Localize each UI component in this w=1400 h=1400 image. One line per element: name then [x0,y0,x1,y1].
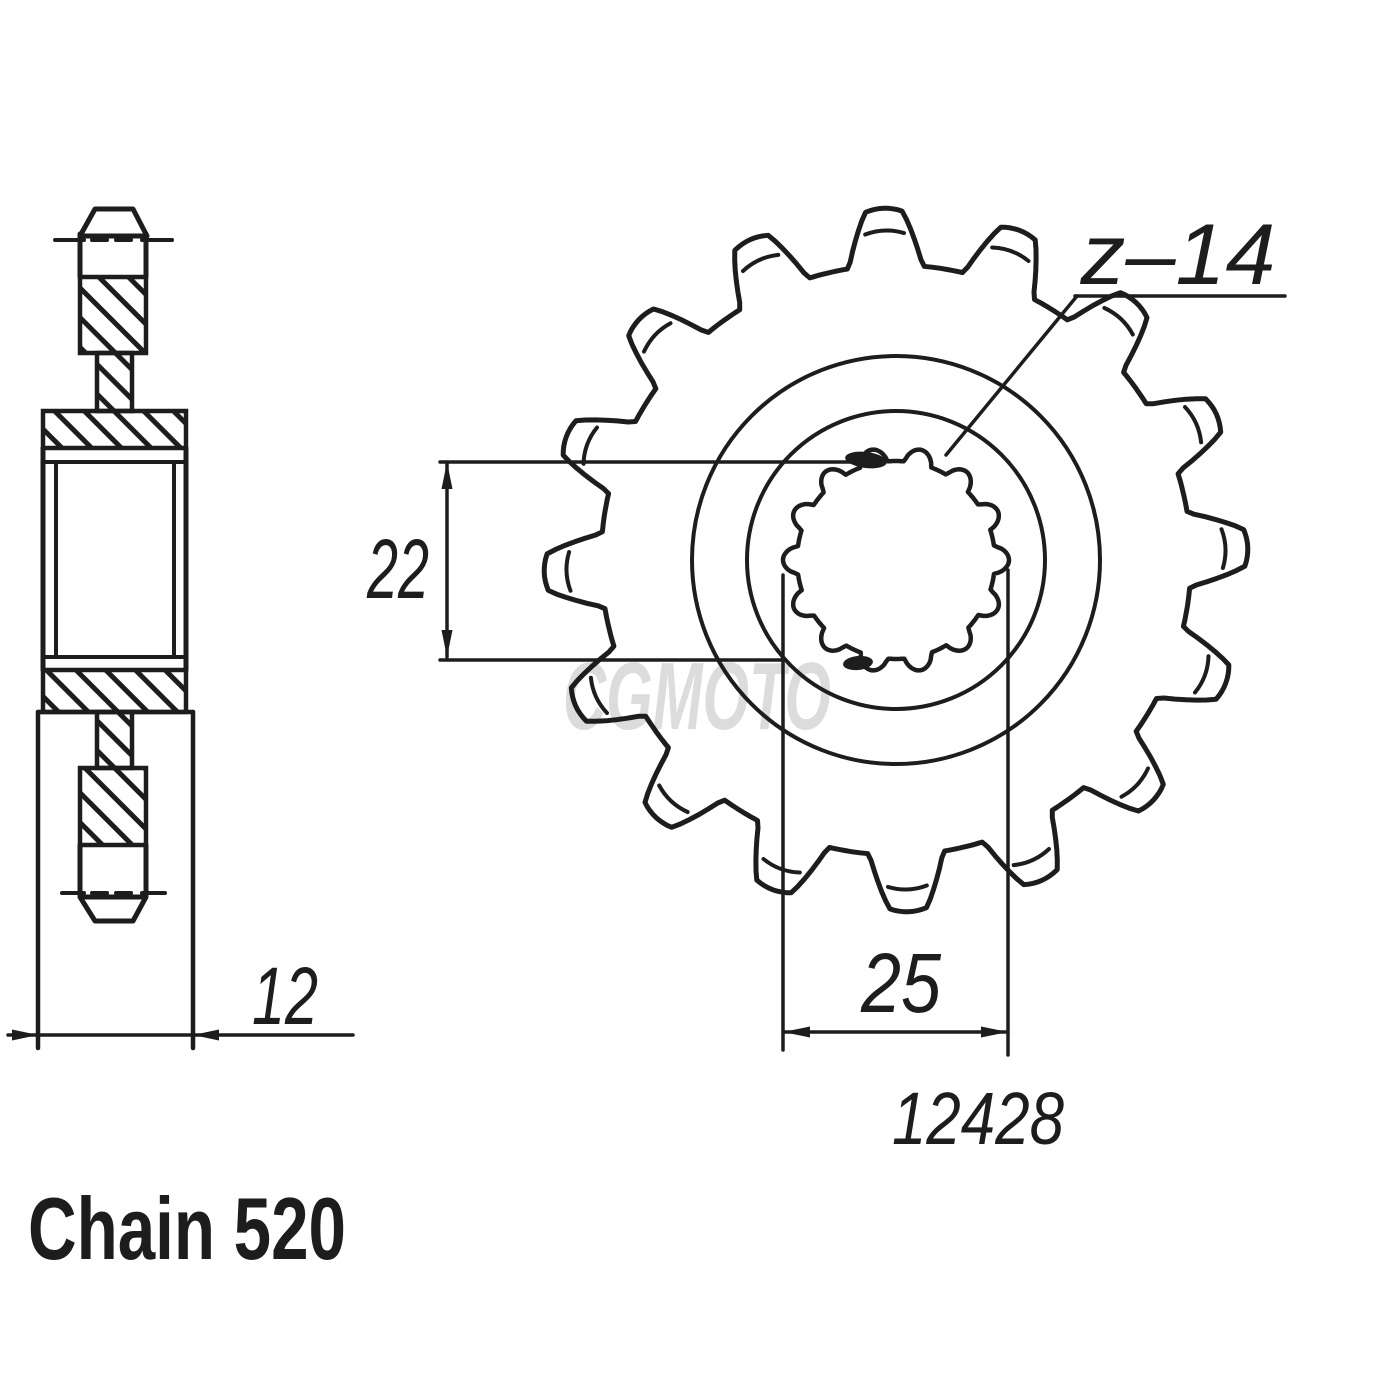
dimension-arrow [783,1026,810,1038]
dim-spline-diameter-label: 25 [860,936,941,1030]
dimension-arrow [12,1029,38,1041]
dimension-arrow [193,1029,219,1041]
front-view-sprocket [6,205,1287,1057]
dimension-arrow [441,630,453,657]
outer-guide-circle [690,354,1102,766]
spline-bore-outline [780,447,1012,673]
dim-hub-width-label: 12 [252,951,318,1042]
dim-inner-diameter-label: 22 [366,522,429,616]
chain-size-label: Chain 520 [28,1179,346,1278]
leader-line [944,294,1079,457]
part-number-label: 12428 [892,1077,1064,1160]
side-view-cross-section [35,206,196,1051]
bottom-tooth-cap [77,894,149,924]
hatch-section-region [77,765,149,848]
inner-guide-circle [745,409,1047,711]
hatch-section-region [40,408,189,451]
teeth-count-label: z–14 [1079,207,1275,303]
tooth-chamfer-marks [564,228,1228,892]
dimension-arrow [441,462,453,489]
dimension-arrow [981,1026,1008,1038]
hatch-section-region [40,667,189,715]
spline-overlap-blob-bottom [843,655,873,671]
hatch-section-region [77,274,149,356]
sprocket-teeth-outline [541,205,1251,915]
top-tooth-cap [77,206,150,239]
spline-overlap-blob-top [845,451,887,469]
hatch-section-region [94,709,135,771]
hatch-section-region [94,350,135,414]
